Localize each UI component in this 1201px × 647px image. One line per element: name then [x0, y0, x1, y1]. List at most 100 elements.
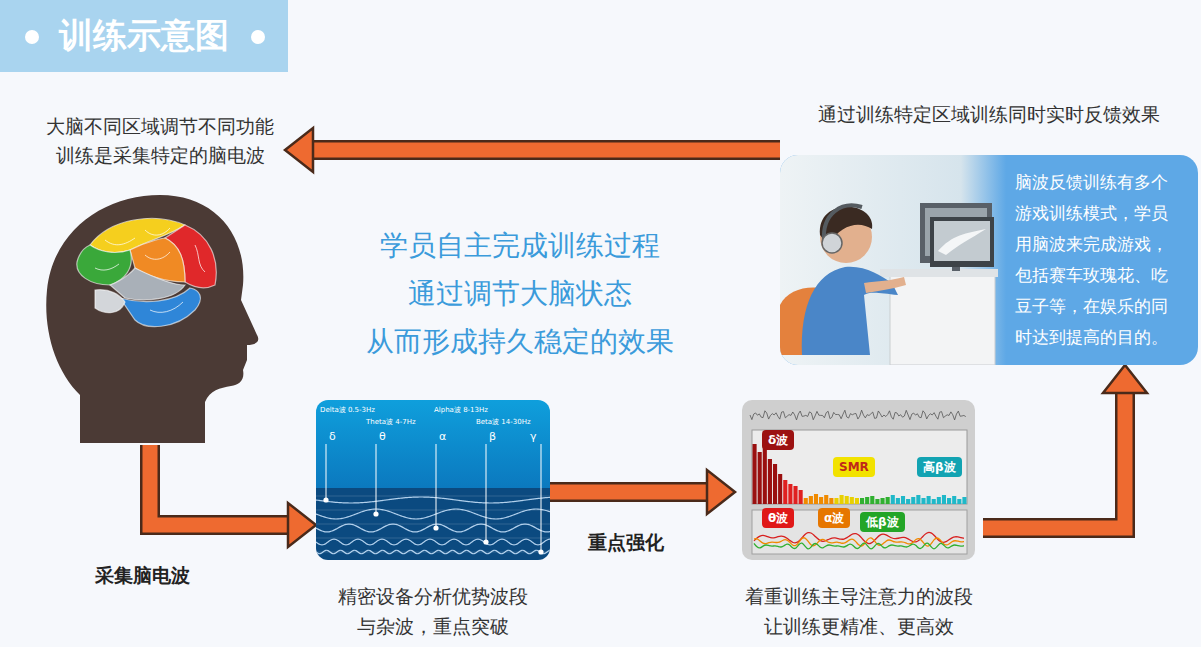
arrow-body: [983, 390, 1125, 528]
eeg-trace: [750, 410, 966, 420]
photo-panel: 通过训练特定区域训练同时实时反馈效果脑波反馈训练有多个游戏训练模式，学员用脑波来…: [780, 100, 1198, 365]
band-bar: [855, 498, 859, 504]
band-bar: [804, 498, 808, 504]
front-monitor: [930, 217, 994, 267]
band-name: Alpha波 8-13Hz: [434, 406, 488, 415]
label-holder: β: [489, 430, 496, 444]
band-bar: [809, 496, 813, 504]
label-holder: α: [439, 430, 446, 444]
arrow-outline: [310, 140, 780, 160]
brain-lobe: [77, 245, 131, 285]
arrow-outline: [550, 482, 710, 502]
brain-lobe: [90, 218, 185, 252]
front-screen: [934, 221, 990, 261]
brain-lobes: [77, 218, 216, 326]
band-bar: [819, 497, 823, 504]
brain-wave: [316, 497, 550, 503]
grid-line: [316, 524, 550, 525]
hair: [820, 207, 872, 245]
wave-sky: [316, 400, 550, 490]
wave-panel: 精密设备分析优势波段 与杂波，重点突破: [316, 400, 550, 641]
band-bar: [901, 496, 905, 504]
band-bar: [947, 498, 951, 504]
photo-illustration: [780, 155, 1198, 365]
label-holder: Beta波 14-30Hz: [476, 418, 531, 427]
band-name: Delta波 0.5-3Hz: [320, 406, 375, 415]
band-bar: [932, 499, 936, 504]
band-bar: [814, 494, 818, 504]
arrow-body: [550, 485, 710, 500]
band-tag-text: SMR: [839, 458, 869, 476]
label-holder: 学员自主完成训练过程 通过调节大脑状态 从而形成持久稳定的效果: [360, 222, 680, 366]
label-holder: θ: [379, 430, 386, 444]
band-pointer: [436, 444, 437, 528]
brain-lobe: [120, 288, 200, 327]
band-bar: [753, 444, 757, 504]
back-monitor: [920, 203, 992, 263]
label-holder: Theta波 4-7Hz: [366, 418, 416, 427]
trend-line: [754, 538, 964, 546]
grid-line: [316, 538, 550, 539]
trend-line: [754, 532, 964, 543]
band-bar: [880, 498, 884, 504]
room-wall: [780, 155, 1006, 365]
photo-heading: 通过训练特定区域训练同时实时反馈效果: [780, 100, 1198, 129]
headset-cup: [822, 233, 842, 253]
arrow-head: [288, 503, 316, 547]
band-tag-text: δ波: [768, 431, 788, 449]
label-holder: Delta波 0.5-3Hz: [320, 406, 375, 415]
wave-tag: SMR: [833, 457, 875, 477]
brain-lobe: [95, 290, 125, 313]
brain-lobe: [130, 238, 185, 282]
arrow-outline: [150, 445, 291, 525]
grid-line: [316, 510, 550, 511]
band-dot: [433, 525, 438, 530]
grid-line: [316, 552, 550, 553]
grid-line: [316, 496, 550, 497]
wave-caption: 精密设备分析优势波段 与杂波，重点突破: [316, 581, 550, 641]
flow-arrow: [550, 470, 735, 514]
center-statement: 学员自主完成训练过程 通过调节大脑状态 从而形成持久稳定的效果: [360, 222, 680, 366]
head-silhouette: [46, 195, 258, 443]
band-bar: [845, 496, 849, 504]
brain-lobe: [110, 268, 185, 300]
head-figure: 大脑不同区域调节不同功能 训练是采集特定的脑电波: [35, 112, 285, 445]
band-bar: [773, 464, 777, 504]
headset-band: [824, 205, 862, 241]
band-tag-text: 低β波: [866, 513, 899, 531]
band-bar: [957, 499, 961, 504]
plot-area: [752, 430, 967, 504]
band-symbol: δ: [329, 430, 336, 444]
brain-gyri: [95, 228, 205, 312]
band-dot: [483, 539, 488, 544]
desk-top: [880, 269, 998, 277]
arrow-outline: [983, 390, 1125, 528]
band-bar: [870, 496, 874, 504]
shirt: [802, 267, 898, 355]
trend-area: [752, 510, 967, 554]
band-bar: [916, 495, 920, 504]
edge-label-holder: 重点强化: [588, 530, 664, 556]
band-symbol: β: [489, 430, 496, 444]
chart-caption: 着重训练主导注意力的波段 让训练更精准、更高效: [735, 581, 983, 641]
band-bar: [860, 498, 864, 504]
flow-arrow: [150, 445, 316, 547]
band-bar: [799, 490, 803, 504]
title-dot: [25, 30, 39, 44]
band-tag-text: α波: [824, 509, 844, 527]
band-bar: [911, 497, 915, 504]
brain-wave: [316, 509, 550, 519]
band-bar: [824, 495, 828, 504]
wave-tag: δ波: [762, 430, 794, 450]
brain-wave: [316, 550, 550, 554]
band-bar: [783, 480, 787, 504]
title-dot: [251, 30, 265, 44]
wave-tag: α波: [818, 508, 850, 528]
arrow-body: [310, 143, 780, 158]
band-bar: [886, 497, 890, 504]
band-symbol: α: [439, 430, 446, 444]
title-tab: [0, 0, 288, 72]
desk: [890, 275, 995, 365]
game-car: [938, 229, 986, 255]
band-bar: [763, 446, 767, 504]
